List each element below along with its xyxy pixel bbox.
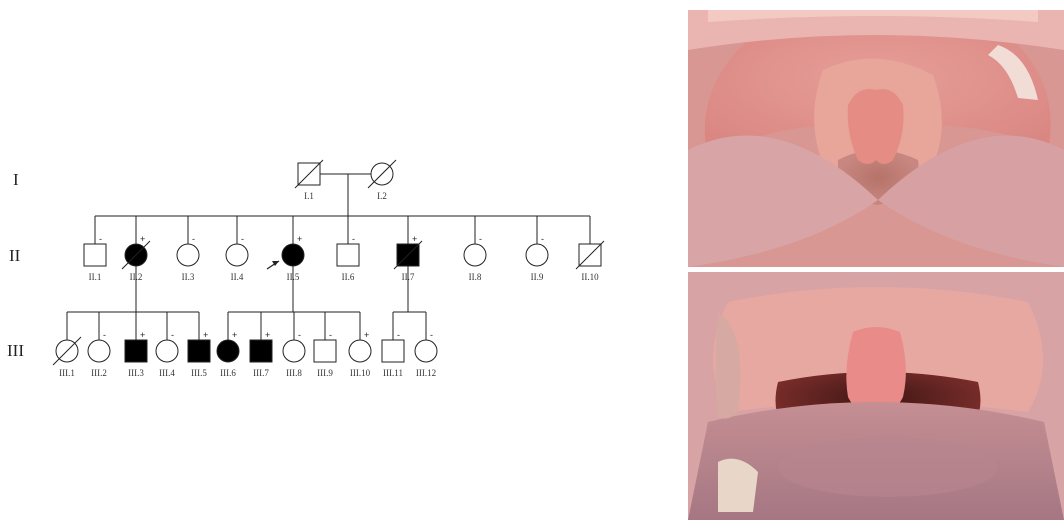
test-result-sign: - bbox=[192, 234, 195, 244]
oral-photo-bottom-illustration bbox=[688, 272, 1064, 520]
test-result-sign: + bbox=[364, 330, 369, 340]
unaffected-male-symbol bbox=[314, 340, 336, 362]
unaffected-female-symbol bbox=[349, 340, 371, 362]
pedigree-individual-III-1: III.1 bbox=[53, 337, 81, 378]
unaffected-male-symbol bbox=[84, 244, 106, 266]
test-result-sign: + bbox=[412, 234, 417, 244]
pedigree-individual-II-5: II.5 + bbox=[267, 234, 304, 282]
pedigree-individual-I-2: I.2 bbox=[368, 160, 396, 201]
individual-id-label: I.1 bbox=[304, 191, 314, 201]
affected-male-symbol bbox=[250, 340, 272, 362]
individual-id-label: II.10 bbox=[581, 272, 599, 282]
unaffected-female-symbol bbox=[156, 340, 178, 362]
individual-id-label: III.5 bbox=[191, 368, 207, 378]
individual-id-label: II.9 bbox=[531, 272, 544, 282]
individual-id-label: III.6 bbox=[220, 368, 236, 378]
oral-photo-top-illustration bbox=[688, 10, 1064, 267]
test-result-sign: - bbox=[397, 330, 400, 340]
individual-id-label: III.10 bbox=[350, 368, 371, 378]
individual-id-label: II.2 bbox=[130, 272, 143, 282]
oral-photo-top bbox=[688, 10, 1064, 267]
test-result-sign: + bbox=[203, 330, 208, 340]
individual-id-label: III.12 bbox=[416, 368, 436, 378]
individual-id-label: II.4 bbox=[231, 272, 244, 282]
individual-id-label: III.7 bbox=[253, 368, 269, 378]
individual-id-label: III.2 bbox=[91, 368, 107, 378]
unaffected-female-symbol bbox=[464, 244, 486, 266]
unaffected-female-symbol bbox=[177, 244, 199, 266]
generation-label-I: I bbox=[13, 170, 19, 189]
individual-id-label: I.2 bbox=[377, 191, 387, 201]
test-result-sign: - bbox=[329, 330, 332, 340]
pedigree-individual-I-1: I.1 bbox=[295, 160, 323, 201]
individual-id-label: II.5 bbox=[287, 272, 300, 282]
individual-id-label: III.11 bbox=[383, 368, 403, 378]
unaffected-male-symbol bbox=[382, 340, 404, 362]
test-result-sign: + bbox=[140, 330, 145, 340]
test-result-sign: - bbox=[541, 234, 544, 244]
test-result-sign: - bbox=[352, 234, 355, 244]
individual-id-label: III.4 bbox=[159, 368, 175, 378]
unaffected-female-symbol bbox=[526, 244, 548, 266]
unaffected-female-symbol bbox=[226, 244, 248, 266]
test-result-sign: + bbox=[297, 234, 302, 244]
test-result-sign: - bbox=[298, 330, 301, 340]
individual-id-label: II.7 bbox=[402, 272, 415, 282]
individual-id-label: III.8 bbox=[286, 368, 302, 378]
individual-id-label: II.8 bbox=[469, 272, 482, 282]
oral-photo-bottom bbox=[688, 272, 1064, 520]
test-result-sign: - bbox=[479, 234, 482, 244]
unaffected-female-symbol bbox=[88, 340, 110, 362]
individual-id-label: III.1 bbox=[59, 368, 75, 378]
individual-id-label: II.6 bbox=[342, 272, 355, 282]
test-result-sign: - bbox=[171, 330, 174, 340]
unaffected-male-symbol bbox=[337, 244, 359, 266]
test-result-sign: + bbox=[140, 234, 145, 244]
generation-label-III: III bbox=[7, 341, 24, 360]
test-result-sign: + bbox=[232, 330, 237, 340]
test-result-sign: - bbox=[241, 234, 244, 244]
affected-female-symbol bbox=[282, 244, 304, 266]
affected-male-symbol bbox=[125, 340, 147, 362]
unaffected-female-symbol bbox=[283, 340, 305, 362]
individual-id-label: III.9 bbox=[317, 368, 333, 378]
test-result-sign: - bbox=[103, 330, 106, 340]
test-result-sign: - bbox=[430, 330, 433, 340]
pedigree-individual-II-10: II.10 bbox=[576, 241, 604, 282]
test-result-sign: - bbox=[99, 234, 102, 244]
test-result-sign: + bbox=[265, 330, 270, 340]
affected-female-symbol bbox=[217, 340, 239, 362]
affected-male-symbol bbox=[188, 340, 210, 362]
generation-label-II: II bbox=[9, 246, 21, 265]
individual-id-label: III.3 bbox=[128, 368, 144, 378]
individual-id-label: II.1 bbox=[89, 272, 102, 282]
unaffected-female-symbol bbox=[415, 340, 437, 362]
individual-id-label: II.3 bbox=[182, 272, 195, 282]
